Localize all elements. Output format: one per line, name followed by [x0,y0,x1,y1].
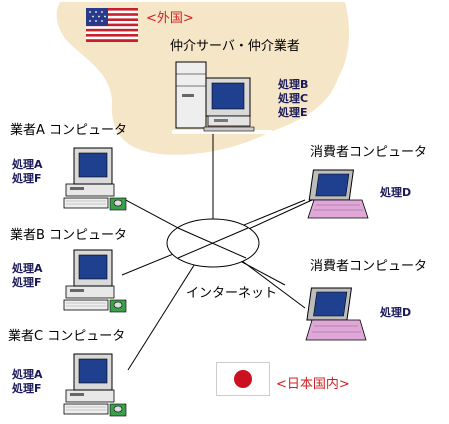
consumer-1-processes: 処理D [380,186,412,199]
business-c-label: 業者C コンピュータ [8,329,126,344]
us-flag-icon [86,8,138,42]
intermediary-processes: 処理B 処理C 処理E [278,78,309,119]
business-b-label: 業者B コンピュータ [10,228,128,243]
foreign-label: <外国> [146,11,194,26]
business-c-computer-icon [63,353,127,417]
japan-flag-icon [216,362,270,396]
domestic-label: <日本国内> [276,377,350,392]
internet-label: インターネット [186,286,278,301]
intermediary-label: 仲介サーバ・仲介業者 [170,39,300,54]
business-a-processes: 処理A 処理F [12,158,43,185]
business-b-computer-icon [63,249,127,313]
server-computer-icon [172,61,272,134]
consumer-1-label: 消費者コンピュータ [310,145,428,160]
business-a-label: 業者A コンピュータ [10,123,128,138]
consumer-2-laptop-icon [305,287,367,341]
business-b-processes: 処理A 処理F [12,262,43,289]
business-c-processes: 処理A 処理F [12,368,43,395]
consumer-1-laptop-icon [307,169,369,219]
business-a-computer-icon [63,147,127,211]
consumer-2-processes: 処理D [380,306,412,319]
consumer-2-label: 消費者コンピュータ [310,259,428,274]
